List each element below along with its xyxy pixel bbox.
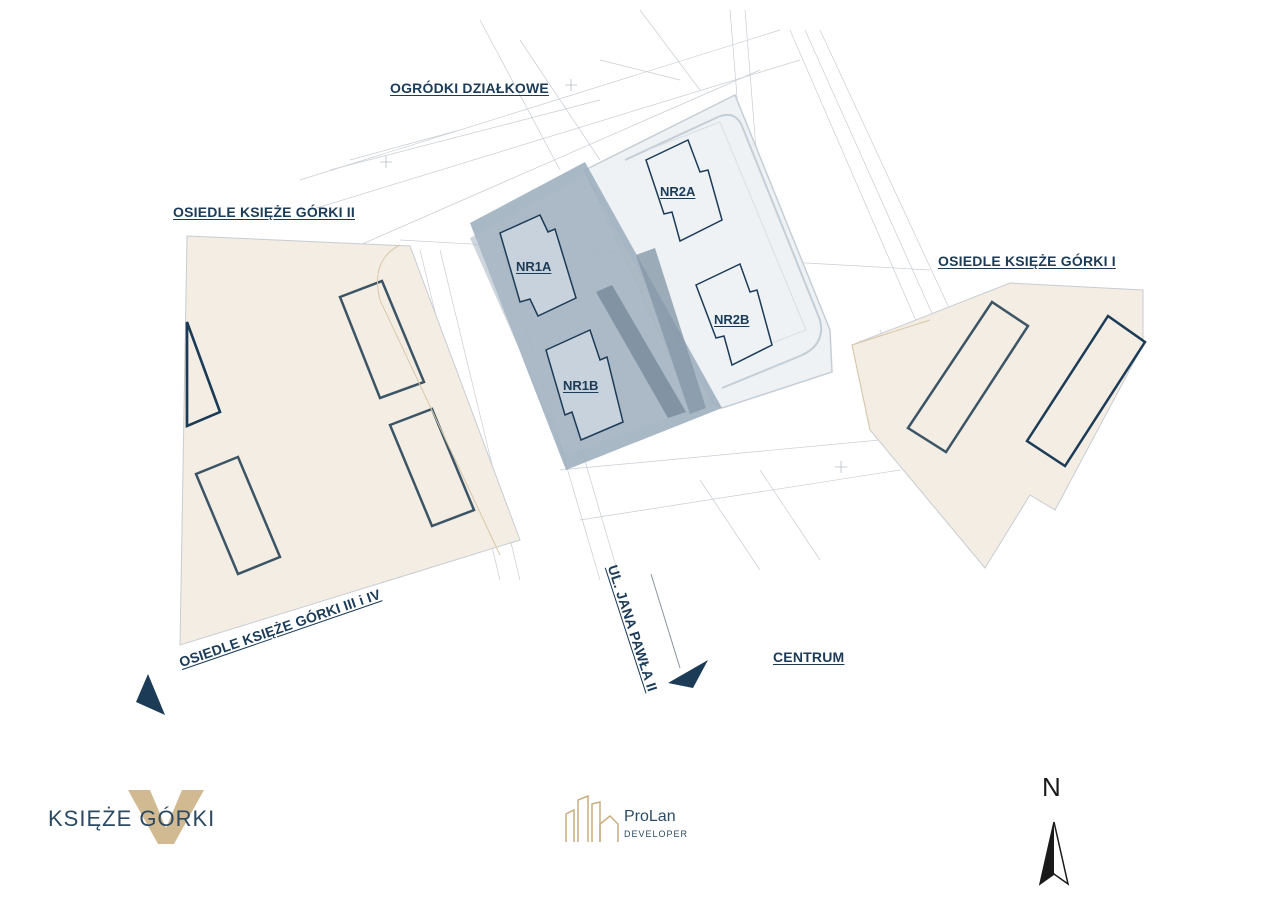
estate-2-edge-building xyxy=(185,321,222,428)
building-nr1a-label: NR1A xyxy=(516,259,552,274)
building-nr2a-label: NR2A xyxy=(660,184,696,199)
road-east xyxy=(851,319,931,431)
north-indicator: N xyxy=(1030,770,1080,890)
ksieze-gorki-logo: KSIĘŻE GÓRKI xyxy=(48,790,278,850)
estate-1-area xyxy=(851,282,1144,569)
developer-subtitle: DEVELOPER xyxy=(624,829,689,839)
internal-road xyxy=(624,113,822,389)
brand-name: KSIĘŻE GÓRKI xyxy=(48,806,216,831)
gold-v-icon xyxy=(128,790,204,844)
building-nr2b-label: NR2B xyxy=(714,312,750,327)
north-letter: N xyxy=(1042,772,1061,802)
phase-1-parking-strip-2 xyxy=(636,248,706,414)
street-arrow-line xyxy=(650,573,681,669)
estate-2-area xyxy=(179,235,521,646)
estate-1-label: OSIEDLE KSIĘŻE GÓRKI I xyxy=(938,253,1116,269)
allotments-label: OGRÓDKI DZIAŁKOWE xyxy=(390,80,549,96)
phase-1-parking-strip xyxy=(596,285,686,418)
building-nr1b-label: NR1B xyxy=(563,378,599,393)
prolan-logo: ProLan DEVELOPER xyxy=(560,790,700,850)
north-arrow-icon xyxy=(1038,821,1070,886)
estate-2-buildings xyxy=(185,279,476,576)
arrow-south-icon xyxy=(668,660,708,688)
estate-1-buildings xyxy=(906,300,1030,454)
developer-name: ProLan xyxy=(624,808,676,825)
arrow-sw-icon xyxy=(136,674,165,715)
phase-2-footprints xyxy=(645,138,773,367)
road-west xyxy=(377,244,501,556)
building-footprints xyxy=(499,214,624,442)
centre-label: CENTRUM xyxy=(773,649,845,665)
estate-2-label: OSIEDLE KSIĘŻE GÓRKI II xyxy=(173,204,355,220)
prolan-building-icon xyxy=(565,794,619,842)
estate-1-edge-building xyxy=(1025,314,1147,468)
